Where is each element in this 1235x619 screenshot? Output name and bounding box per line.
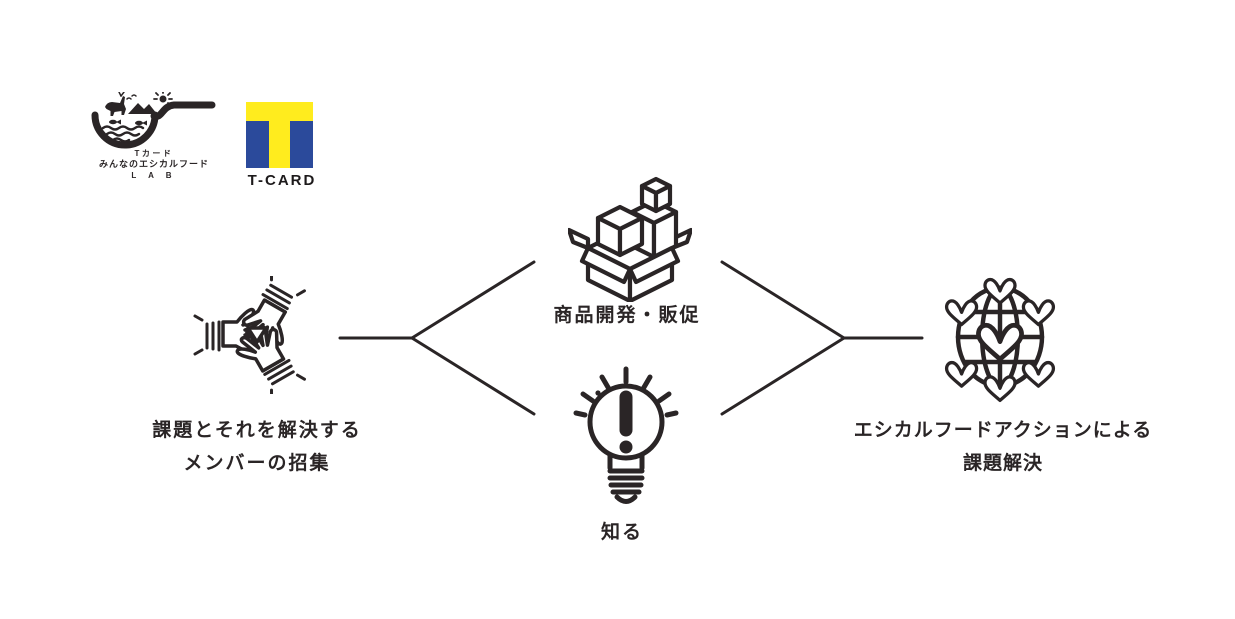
t-mark-icon <box>246 102 313 168</box>
lightbulb-exclamation-icon <box>573 366 679 504</box>
solve-label-line1: エシカルフードアクションによる <box>853 420 1153 441</box>
recruit-node <box>193 276 321 394</box>
lab-logo-line3: L A B <box>131 171 177 180</box>
joined-hands-icon <box>193 276 306 394</box>
know-label: 知る <box>522 516 722 549</box>
develop-label-text: 商品開発・販促 <box>553 305 701 326</box>
globe-hearts-icon <box>944 277 1056 403</box>
lab-logo: Tカード みんなのエシカルフード L A B <box>86 92 222 188</box>
tcard-label: T-CARD <box>247 172 317 189</box>
open-box-icon <box>568 176 692 302</box>
solve-label-line2: 課題解決 <box>962 453 1043 474</box>
recruit-label-line1: 課題とそれを解決する <box>152 420 362 441</box>
recruit-label: 課題とそれを解決する メンバーの招集 <box>107 414 407 480</box>
lab-logo-line1: Tカード <box>134 149 174 158</box>
develop-label: 商品開発・販促 <box>477 299 777 332</box>
develop-node <box>568 170 692 302</box>
tcard-logo: T-CARD <box>246 102 314 189</box>
t-mark-blue-left <box>246 121 270 168</box>
lab-logo-line2: みんなのエシカルフード <box>98 159 209 169</box>
know-label-text: 知る <box>600 522 643 543</box>
frying-pan-nature-icon <box>91 92 216 149</box>
t-mark-blue-right <box>289 121 313 168</box>
recruit-label-line2: メンバーの招集 <box>183 453 331 474</box>
solve-label: エシカルフードアクションによる 課題解決 <box>823 414 1183 480</box>
know-node <box>564 366 688 514</box>
solve-node <box>933 270 1067 404</box>
lab-logo-text: Tカード みんなのエシカルフード L A B <box>86 148 222 181</box>
